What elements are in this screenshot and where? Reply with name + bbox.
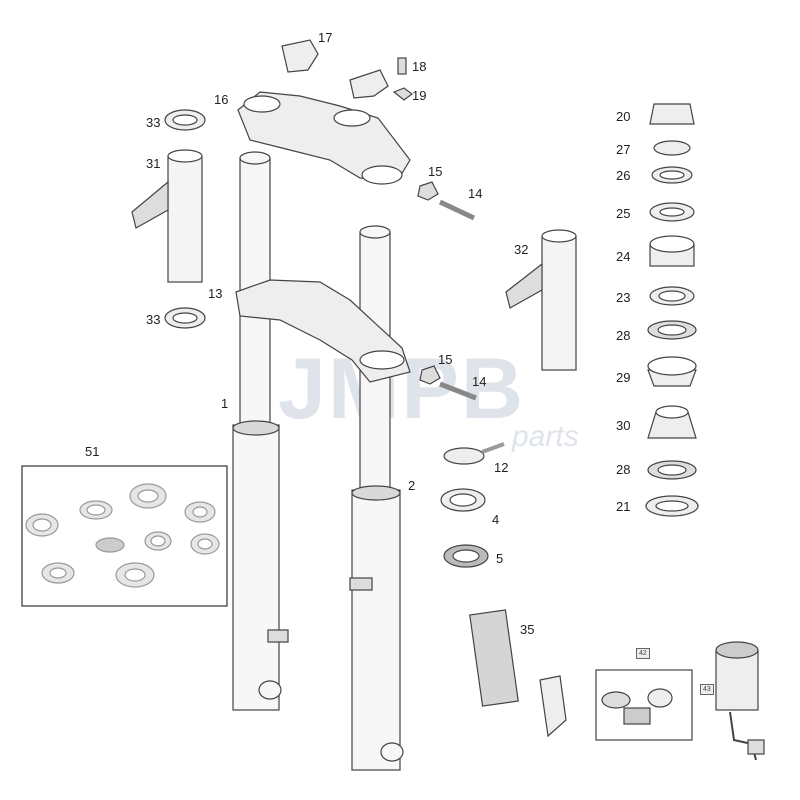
bolt-14-bottom xyxy=(439,381,477,401)
handlebar-clamp xyxy=(281,39,319,73)
kit-51-parts xyxy=(25,483,220,588)
ignition-switch xyxy=(715,649,759,711)
upper-triple-clamp xyxy=(237,91,411,181)
switch-kit-tag: 42 xyxy=(636,648,650,659)
label-33-top: 33 xyxy=(146,115,161,130)
headset-stack xyxy=(645,103,699,517)
label-18: 18 xyxy=(412,59,427,74)
clamp-12 xyxy=(443,447,485,465)
label-24: 24 xyxy=(616,249,631,264)
nut-19 xyxy=(392,87,413,101)
label-12: 12 xyxy=(494,460,509,475)
label-14-top: 14 xyxy=(468,186,483,201)
label-31: 31 xyxy=(146,156,161,171)
label-19: 19 xyxy=(412,88,427,103)
label-1: 1 xyxy=(221,396,229,411)
handlebar-clamp xyxy=(349,69,389,99)
label-15-bottom: 15 xyxy=(438,352,453,367)
cap-nut-20 xyxy=(649,103,695,125)
label-16: 16 xyxy=(214,92,229,107)
reflector-35 xyxy=(469,609,519,707)
ignition-tag: 43 xyxy=(700,684,714,695)
label-13: 13 xyxy=(208,286,223,301)
label-33-bottom: 33 xyxy=(146,312,161,327)
label-28-top: 28 xyxy=(616,328,631,343)
tube-cover-31 xyxy=(131,149,203,283)
kit-box-label: 51 xyxy=(85,444,100,459)
label-29: 29 xyxy=(616,370,631,385)
label-35: 35 xyxy=(520,622,535,637)
label-30: 30 xyxy=(616,418,631,433)
label-26: 26 xyxy=(616,168,631,183)
nut-15-bottom xyxy=(419,365,441,385)
label-32: 32 xyxy=(514,242,529,257)
label-25: 25 xyxy=(616,206,631,221)
label-17: 17 xyxy=(318,30,333,45)
label-14-bottom: 14 xyxy=(472,374,487,389)
bolt-14-top xyxy=(438,199,476,221)
label-28-bottom: 28 xyxy=(616,462,631,477)
label-2: 2 xyxy=(408,478,416,493)
nut-15-top xyxy=(417,181,439,201)
label-23: 23 xyxy=(616,290,631,305)
key-set xyxy=(539,675,567,738)
label-21: 21 xyxy=(616,499,631,514)
label-5: 5 xyxy=(496,551,504,566)
label-27: 27 xyxy=(616,142,631,157)
label-4: 4 xyxy=(492,512,500,527)
fork-leg-left xyxy=(232,151,289,711)
label-20: 20 xyxy=(616,109,631,124)
bolt-18 xyxy=(397,57,407,75)
label-15-top: 15 xyxy=(428,164,443,179)
tube-cover-32 xyxy=(505,229,577,371)
